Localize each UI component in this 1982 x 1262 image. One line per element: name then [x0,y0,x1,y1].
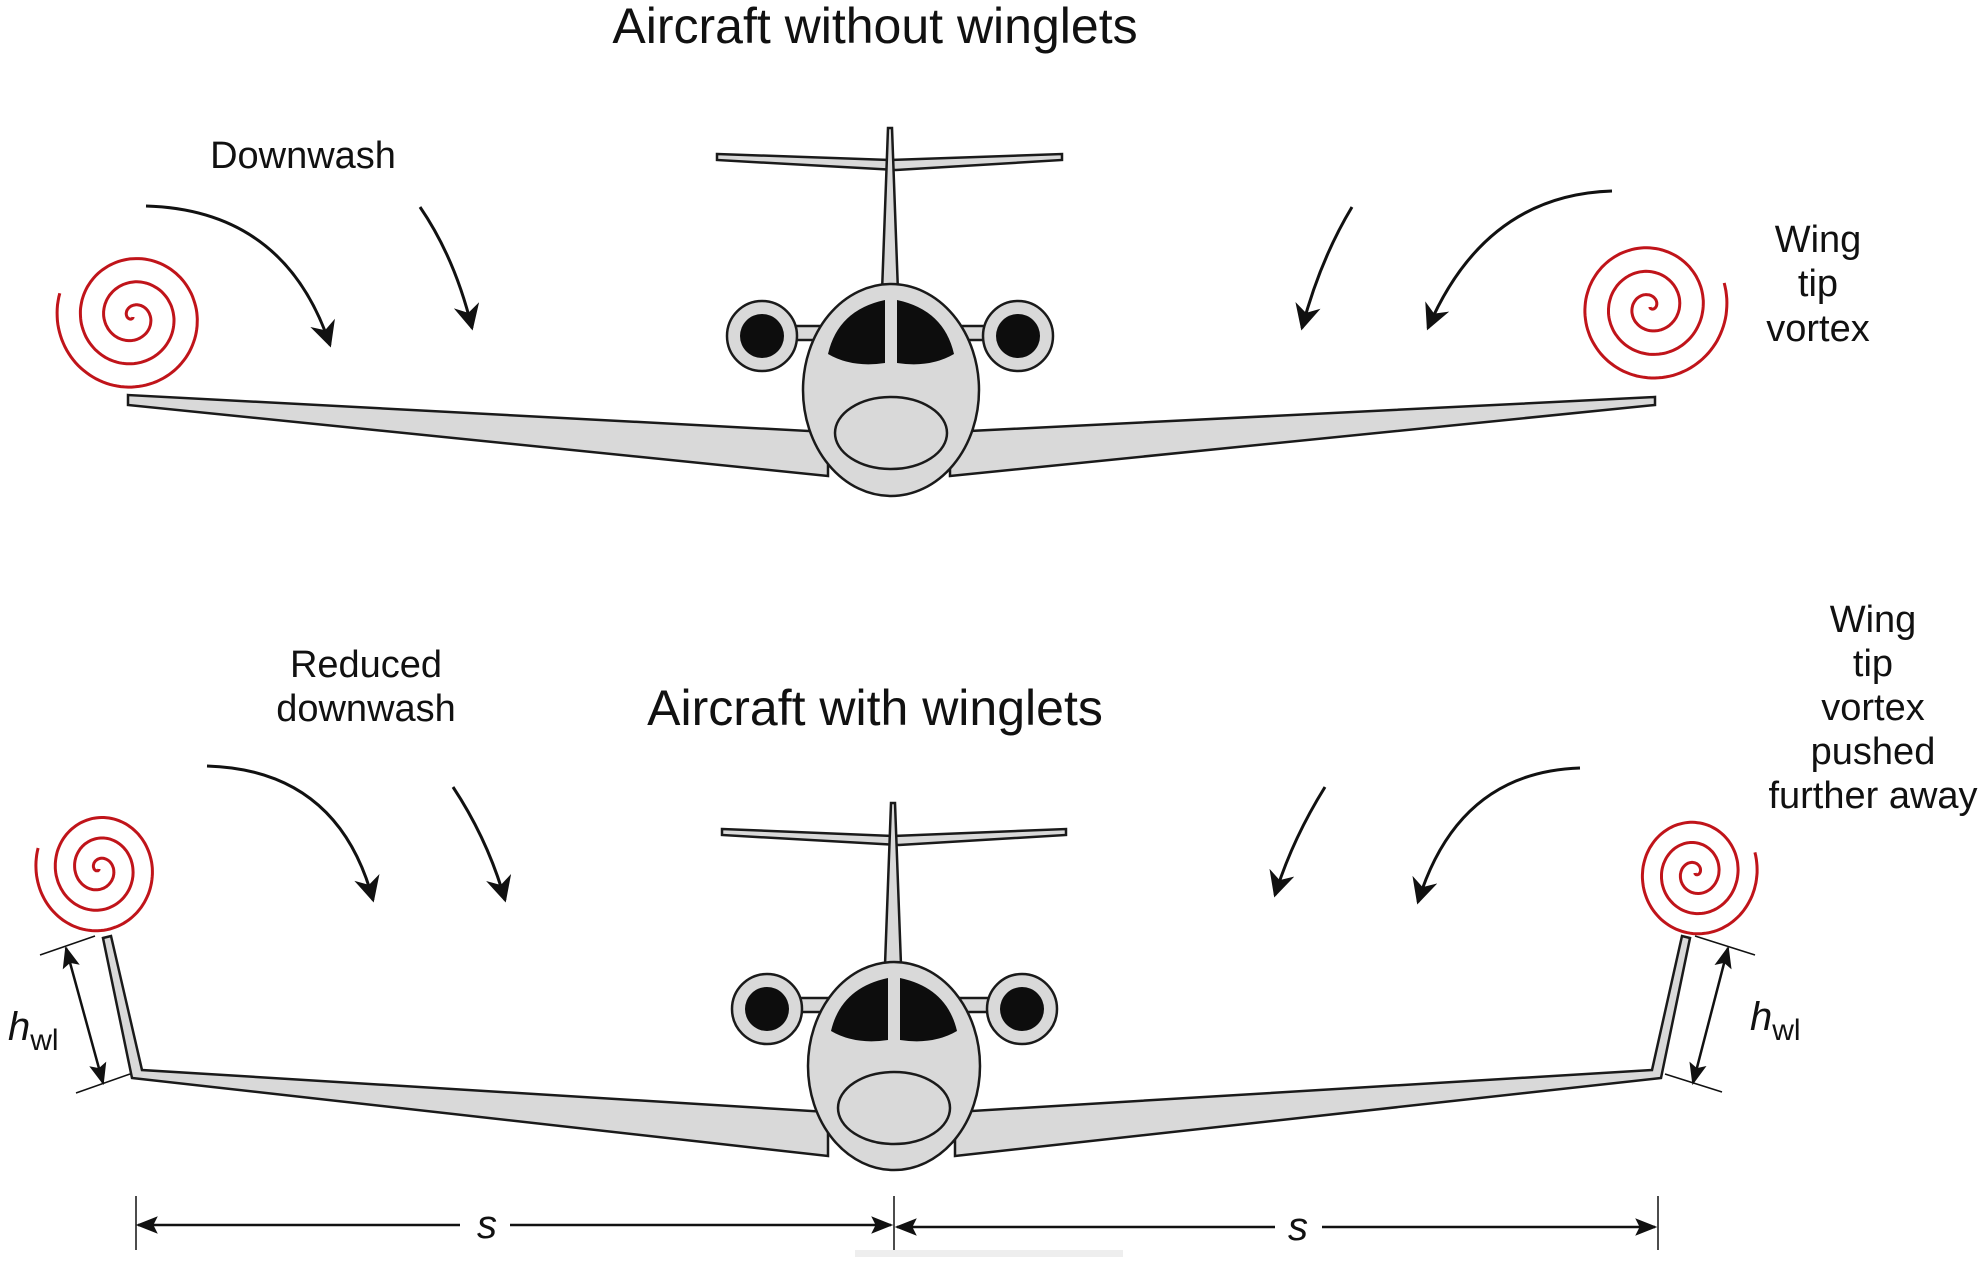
cockpit-window-right [900,978,957,1042]
wing-tip-vortex-label: Wing tip vortex [1766,219,1869,350]
bottom-edge-shadow [855,1250,1123,1257]
aircraft-without-winglets [126,126,1657,498]
winglet-height-symbol: hwl [8,1005,59,1057]
right-engine [981,299,1055,373]
cockpit-window-left [828,300,885,365]
cockpit-window-left [831,978,888,1042]
right-wing [948,395,1657,478]
reduced-downwash-label: Reduced downwash [276,644,456,730]
curved-arrow-icon [418,206,480,331]
cockpit-window-right [897,300,954,365]
reduced-downwash-line: downwash [276,688,456,730]
vortex-pushed-line: Wing [1830,599,1917,641]
winglet-height-dimension-right: hwl [1664,935,1801,1093]
right-wing-with-winglet [953,934,1692,1158]
left-engine [725,299,799,373]
curved-arrow-icon [1269,786,1327,898]
radome [833,395,949,471]
vortex-label-line: vortex [1766,308,1869,350]
curved-arrow-icon [145,204,335,348]
curved-arrow-icon [451,786,512,903]
vertical-fin [880,126,900,294]
left-wing-with-winglet [101,934,830,1158]
downwash-label: Downwash [210,135,396,177]
curved-arrow-icon [206,764,380,903]
left-engine [730,972,804,1046]
semi-span-dimension: s s [135,1196,1659,1250]
curved-arrow-icon [1412,766,1581,905]
vortex-pushed-line: pushed [1811,731,1936,773]
vortex-spiral-icon-bottom-right [1640,820,1759,936]
semi-span-label-left: s [477,1203,497,1247]
vortex-pushed-line: tip [1853,643,1893,685]
bottom-title: Aircraft with winglets [647,680,1103,736]
vortex-label-line: tip [1798,263,1838,305]
left-wing [126,393,830,478]
vortex-spiral-icon-bottom-left [34,816,154,933]
top-downwash-arrows [145,189,1613,348]
radome [836,1070,952,1146]
double-headed-arrow-icon [1689,945,1732,1086]
vortex-spiral-icon-top-left [55,257,199,389]
curved-arrow-icon [1425,189,1613,331]
right-engine [985,972,1059,1046]
aircraft-with-winglets [101,801,1692,1172]
vertical-fin [883,801,903,967]
reduced-downwash-line: Reduced [290,644,442,686]
vortex-spiral-icon-top-right [1583,246,1729,380]
winglet-height-symbol: hwl [1750,995,1801,1047]
vortex-label-line: Wing [1775,219,1862,261]
vortex-pushed-line: vortex [1821,687,1924,729]
winglet-height-dimension-left: hwl [8,935,131,1094]
vortex-pushed-label: Wing tip vortex pushed further away [1768,599,1977,817]
semi-span-label-right: s [1288,1205,1308,1249]
top-title: Aircraft without winglets [612,0,1137,54]
curved-arrow-icon [1295,206,1354,331]
vortex-pushed-line: further away [1768,775,1977,817]
double-headed-arrow-icon [62,945,107,1086]
bottom-downwash-arrows [206,764,1581,905]
